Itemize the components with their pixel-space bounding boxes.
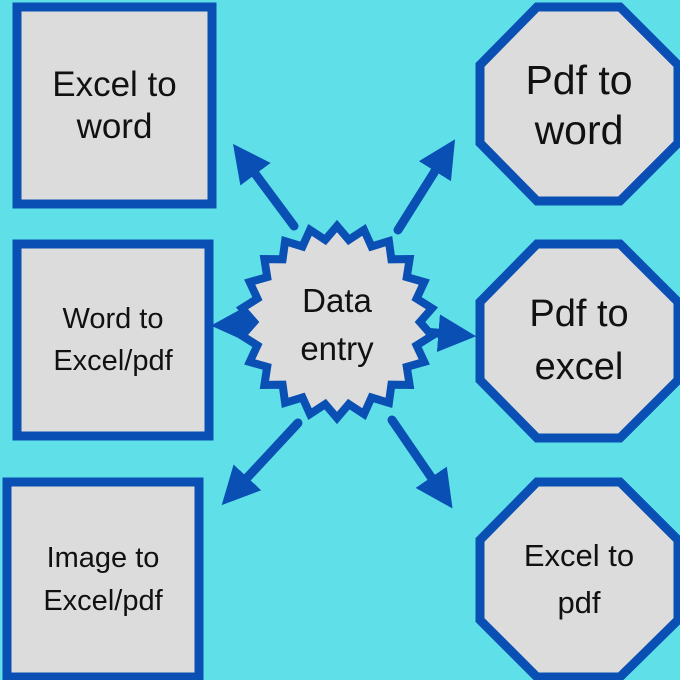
arrow-to-pdf-to-word [393, 139, 456, 235]
node-text-line: Pdf to [529, 292, 629, 335]
node-label-excel-to-pdf: Excel to pdf [480, 485, 678, 674]
node-label-word-to-excel-pdf: Word to Excel/pdf [20, 247, 206, 433]
node-label-pdf-to-excel: Pdf to excel [480, 247, 678, 435]
node-label-excel-to-word: Excel to word [20, 10, 209, 201]
node-text-line: Word to [62, 302, 164, 335]
node-text-line: Image to [46, 542, 160, 575]
node-box-image-to-excel-pdf [2, 477, 204, 680]
node-label-pdf-to-word: Pdf to word [480, 10, 678, 201]
center-text-line: entry [300, 329, 374, 367]
node-box-pdf-to-word [475, 2, 680, 206]
node-text-line: word [76, 106, 153, 146]
node-box-excel-to-pdf [475, 477, 680, 680]
center-burst-shape [235, 219, 439, 425]
node-text-line: pdf [557, 584, 601, 620]
arrow-to-excel-to-word [232, 143, 299, 231]
node-text-line: Excel to [52, 64, 177, 104]
arrow-to-image-to-excel-pdf [221, 418, 303, 506]
node-box-pdf-to-excel [475, 239, 680, 443]
center-text-line: Data [302, 281, 372, 319]
node-text-line: Excel/pdf [43, 584, 163, 617]
node-text-line: Pdf to [525, 57, 633, 104]
node-text-line: Excel/pdf [53, 345, 173, 377]
node-text-line: word [534, 106, 624, 153]
node-box-excel-to-word [12, 2, 217, 209]
arrow-to-excel-to-pdf [387, 415, 453, 509]
node-text-line: Excel to [523, 538, 635, 573]
node-label-image-to-excel-pdf: Image to Excel/pdf [10, 485, 196, 674]
center-label: Data entry [262, 262, 412, 387]
node-text-line: excel [534, 346, 624, 388]
node-box-word-to-excel-pdf [12, 239, 214, 441]
